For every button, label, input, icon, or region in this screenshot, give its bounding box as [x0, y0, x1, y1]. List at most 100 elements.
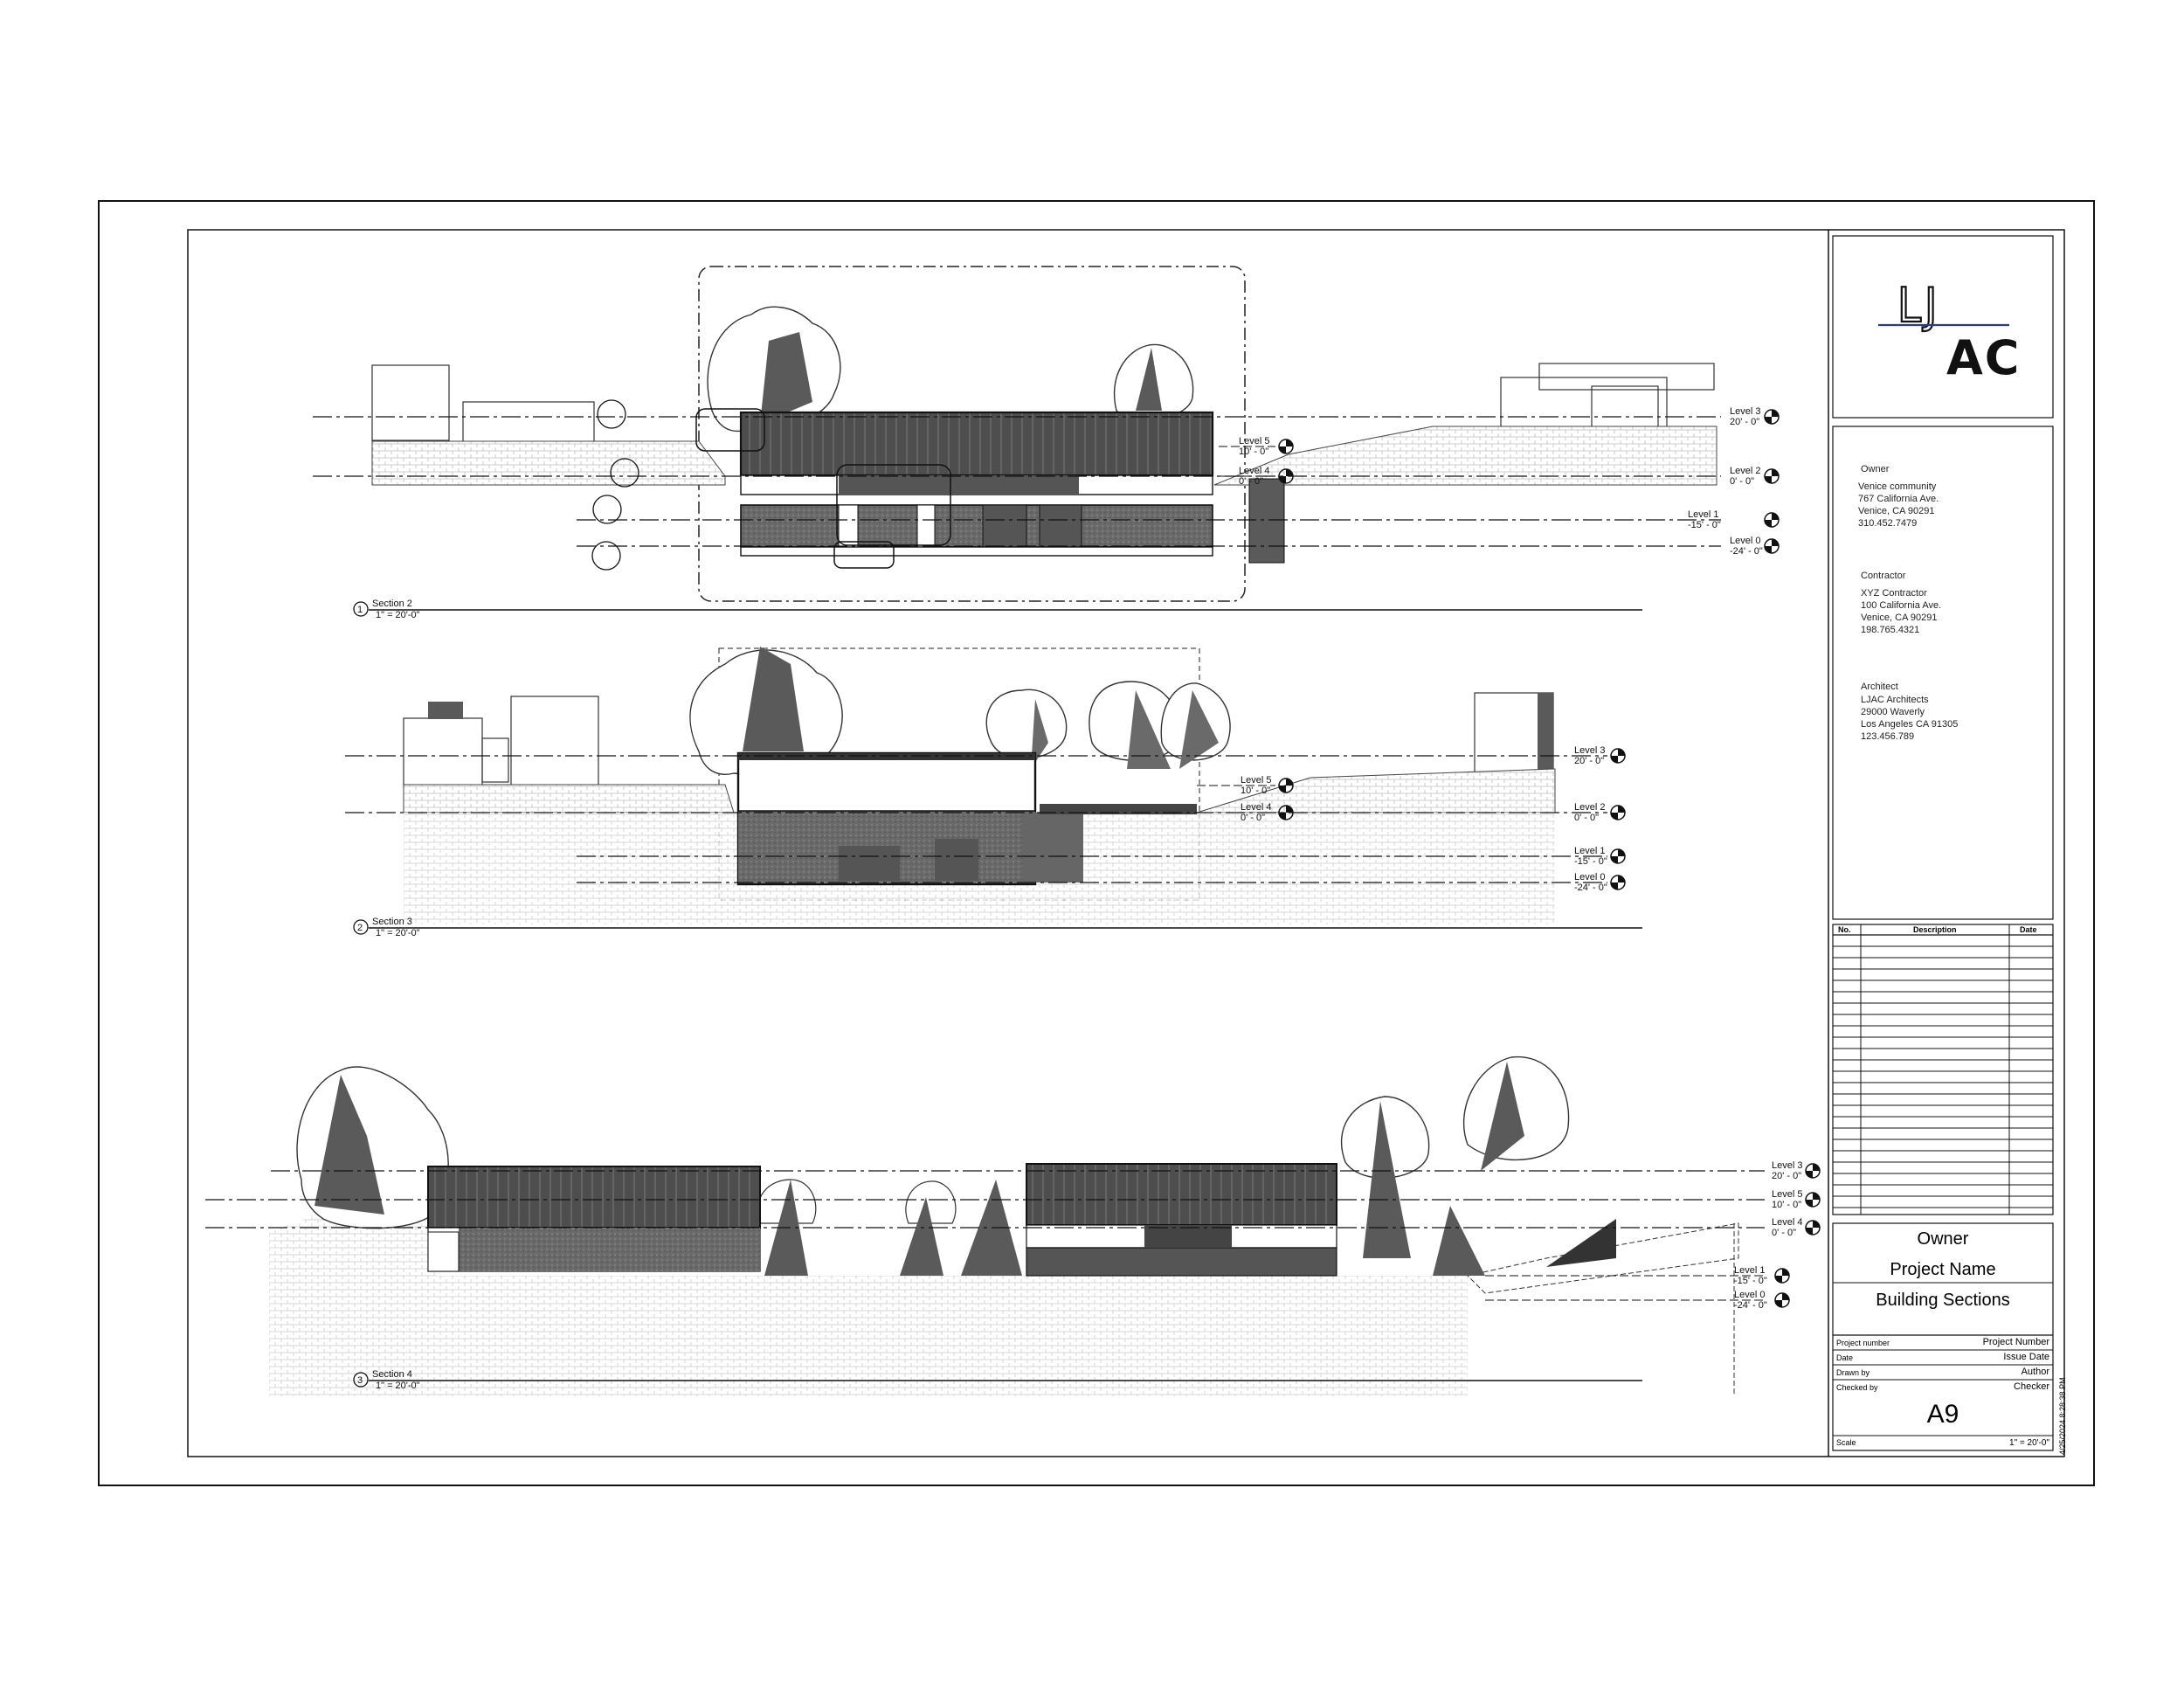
level-elev: -24' - 0"	[1734, 1300, 1767, 1311]
level-name: Level 5	[1239, 436, 1269, 446]
section-drawing-2	[345, 647, 1607, 924]
section-scale: 1" = 20'-0"	[376, 1381, 420, 1391]
contact-line: 198.765.4321	[1861, 625, 1919, 635]
info-label: Project number	[1836, 1339, 1890, 1347]
level-name: Level 1	[1574, 846, 1605, 856]
scale-label: Scale	[1836, 1438, 1856, 1447]
contact-role: Architect	[1861, 682, 1898, 692]
section-scale: 1" = 20'-0"	[376, 610, 420, 620]
project-info-box: Owner Project Name Building Sections	[1832, 1222, 2054, 1451]
level-elev: 10' - 0"	[1772, 1200, 1801, 1210]
inner-border	[187, 229, 2065, 1457]
level-elev: -15' - 0"	[1574, 856, 1607, 867]
level-name: Level 0	[1730, 536, 1760, 546]
section-title-1: 1 Section 2 1" = 20'-0"	[353, 599, 1642, 620]
level-name: Level 4	[1241, 802, 1271, 813]
project-name: Project Name	[1890, 1260, 1995, 1279]
section-name: Section 4	[372, 1369, 412, 1380]
contact-line: Venice, CA 90291	[1858, 506, 1934, 516]
section-title-2: 2 Section 3 1" = 20'-0"	[353, 917, 1642, 938]
level-elev: 0' - 0"	[1239, 476, 1263, 487]
level-marker-s3-level5: Level 5 10' - 0"	[1772, 1189, 1821, 1210]
level-name: Level 5	[1772, 1189, 1802, 1200]
info-row-project-number: Project number Project Number	[1833, 1337, 2053, 1351]
level-elev: 20' - 0"	[1574, 756, 1604, 766]
revision-header-description: Description	[1913, 925, 1957, 934]
level-name: Level 0	[1734, 1290, 1765, 1300]
section-number: 3	[357, 1375, 363, 1386]
level-marker-s2-level5: Level 5 10' - 0"	[1241, 775, 1294, 796]
level-marker-s1-level2: Level 2 0' - 0"	[1730, 466, 1780, 487]
section-drawing-3	[205, 1056, 1765, 1396]
level-marker-s1-level3: Level 3 20' - 0"	[1730, 406, 1780, 427]
contacts-box	[1832, 426, 2054, 920]
section-number: 1	[357, 605, 363, 615]
scale-row: Scale 1" = 20'-0"	[1836, 1438, 2049, 1448]
level-marker-s2-level2: Level 2 0' - 0"	[1574, 802, 1626, 823]
level-elev: 0' - 0"	[1772, 1228, 1796, 1238]
info-value: Issue Date	[2003, 1352, 2049, 1362]
level-marker-s1-level1: Level 1 -15' - 0"	[1688, 509, 1780, 530]
level-elev: 20' - 0"	[1730, 417, 1759, 427]
project-owner: Owner	[1918, 1229, 1969, 1249]
level-marker-s3-level4: Level 4 0' - 0"	[1772, 1217, 1821, 1238]
sheet-title: Building Sections	[1876, 1291, 2009, 1310]
level-elev: -24' - 0"	[1574, 883, 1607, 893]
info-value: Author	[2022, 1367, 2050, 1377]
section-number: 2	[357, 923, 363, 933]
section-drawing-1	[313, 266, 1721, 602]
level-name: Level 0	[1574, 872, 1605, 883]
level-marker-s2-level1: Level 1 -15' - 0"	[1574, 846, 1626, 867]
revision-header-no: No.	[1838, 925, 1851, 934]
level-name: Level 1	[1734, 1265, 1765, 1276]
contact-line: LJAC Architects	[1861, 695, 1929, 705]
level-elev: -15' - 0"	[1734, 1276, 1767, 1286]
print-timestamp: 4/25/2024 8:28:38 PM	[2058, 1377, 2067, 1455]
level-name: Level 3	[1772, 1160, 1802, 1171]
level-name: Level 4	[1239, 466, 1269, 476]
scale-value: 1" = 20'-0"	[2009, 1438, 2049, 1448]
contact-line: Venice, CA 90291	[1861, 613, 1937, 623]
level-marker-s3-level1: Level 1 -15' - 0"	[1734, 1265, 1790, 1286]
info-label: Drawn by	[1836, 1368, 1870, 1377]
level-marker-s2-level0: Level 0 -24' - 0"	[1574, 872, 1626, 893]
level-elev: 10' - 0"	[1241, 786, 1270, 796]
logo-bottom: AC	[1946, 330, 2021, 385]
info-row-drawn-by: Drawn by Author	[1833, 1367, 2053, 1381]
contact-role: Contractor	[1861, 571, 1906, 581]
contact-line: 100 California Ave.	[1861, 600, 1941, 611]
level-name: Level 2	[1574, 802, 1605, 813]
level-elev: 0' - 0"	[1241, 813, 1265, 823]
level-elev: 0' - 0"	[1574, 813, 1599, 823]
level-marker-s3-level3: Level 3 20' - 0"	[1772, 1160, 1821, 1181]
contact-role: Owner	[1861, 464, 1890, 474]
section-scale: 1" = 20'-0"	[376, 928, 420, 938]
level-name: Level 2	[1730, 466, 1760, 476]
level-elev: -15' - 0"	[1688, 520, 1721, 530]
level-elev: -24' - 0"	[1730, 546, 1763, 557]
contact-line: XYZ Contractor	[1861, 588, 1927, 599]
level-marker-s3-level0: Level 0 -24' - 0"	[1734, 1290, 1790, 1311]
contact-owner: Owner Venice community 767 California Av…	[1858, 464, 1939, 529]
level-name: Level 3	[1574, 745, 1605, 756]
level-name: Level 3	[1730, 406, 1760, 417]
contact-line: 29000 Waverly	[1861, 707, 1925, 717]
level-elev: 20' - 0"	[1772, 1171, 1801, 1181]
info-value: Checker	[2014, 1381, 2049, 1392]
contact-line: 123.456.789	[1861, 731, 1914, 742]
level-marker-s1-level5: Level 5 10' - 0"	[1239, 436, 1294, 457]
section-name: Section 3	[372, 917, 412, 927]
revision-header-date: Date	[2020, 925, 2037, 934]
level-marker-s2-level4: Level 4 0' - 0"	[1241, 802, 1294, 823]
level-elev: 10' - 0"	[1239, 446, 1268, 457]
info-value: Project Number	[1983, 1337, 2050, 1347]
contact-line: 767 California Ave.	[1858, 494, 1939, 504]
outer-border	[98, 200, 2095, 1486]
section-title-3: 3 Section 4 1" = 20'-0"	[353, 1369, 1642, 1391]
level-elev: 0' - 0"	[1730, 476, 1754, 487]
info-label: Date	[1836, 1353, 1853, 1362]
info-label: Checked by	[1836, 1383, 1878, 1392]
contact-architect: Architect LJAC Architects 29000 Waverly …	[1861, 682, 1958, 742]
level-name: Level 4	[1772, 1217, 1802, 1228]
